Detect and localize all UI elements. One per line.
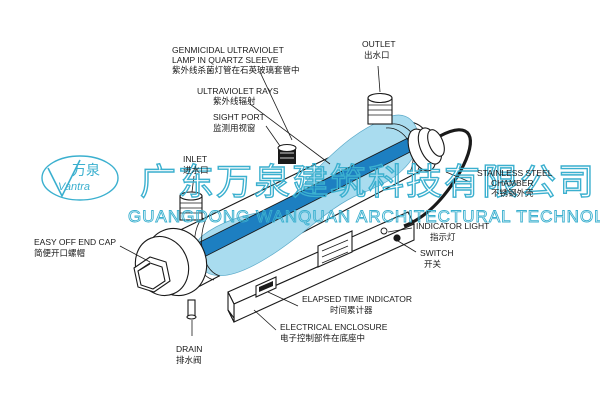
- elapsed-time-indicator-device: [255, 276, 277, 298]
- label-enclosure-zh: 电子控制部件在底座中: [280, 333, 365, 344]
- label-end-cap-en: EASY OFF END CAP: [34, 237, 116, 247]
- label-inlet-en: INLET: [183, 154, 207, 164]
- label-elapsed: ELAPSED TIME INDICATOR 时间累计器: [302, 294, 412, 316]
- indicator-light-device: [380, 227, 388, 235]
- drain-valve: [186, 299, 197, 320]
- label-sight-port: SIGHT PORT 监测用视窗: [213, 112, 265, 134]
- stainless-steel-chamber: [160, 114, 432, 290]
- label-stainless-en1: STAINLESS STEEL: [477, 168, 553, 178]
- company-name-zh: 广东万泉建筑科技有限公司: [140, 162, 596, 203]
- label-stainless-en2: CHAMBER: [491, 178, 534, 188]
- label-inlet-zh: 进水口: [183, 165, 209, 176]
- label-inlet: INLET 进水口: [183, 154, 209, 176]
- label-uv-rays: ULTRAVIOLET RAYS 紫外线辐射: [197, 86, 279, 107]
- right-end-cap: [407, 127, 445, 172]
- company-name-en: GUANGDONG WANQUAN ARCHITECTURAL TECHNOLO…: [128, 207, 600, 226]
- indicator-panel: [317, 230, 353, 268]
- logo-zh: 万泉: [72, 162, 100, 178]
- label-end-cap-zh: 简便开口螺帽: [34, 248, 85, 259]
- label-elapsed-zh: 时间累计器: [330, 305, 373, 316]
- label-outlet: OUTLET 出水口: [362, 39, 396, 61]
- label-drain: DRAIN 排水阀: [176, 344, 202, 366]
- label-sight-port-zh: 监测用视窗: [213, 123, 256, 134]
- label-germicidal-en2: LAMP IN QUARTZ SLEEVE: [172, 55, 279, 65]
- switch-device: [393, 234, 401, 242]
- label-drain-zh: 排水阀: [176, 355, 202, 366]
- label-switch: SWITCH 开关: [420, 248, 454, 270]
- label-stainless-zh: 不锈钢外壳: [491, 188, 534, 199]
- vantra-logo: 万泉 Vantra: [41, 155, 119, 201]
- label-indicator: INDICATOR LIGHT 指示灯: [416, 221, 489, 243]
- uv-lamp-quartz-sleeve: [196, 138, 414, 258]
- outlet-fitting: [367, 92, 393, 125]
- label-enclosure: ELECTRICAL ENCLOSURE 电子控制部件在底座中: [280, 322, 388, 344]
- label-sight-port-en: SIGHT PORT: [213, 112, 265, 122]
- label-elapsed-en: ELAPSED TIME INDICATOR: [302, 294, 412, 304]
- label-germicidal-zh: 紫外线杀菌灯管在石英玻璃套管中: [172, 65, 300, 76]
- power-cord: [403, 128, 472, 228]
- label-outlet-zh: 出水口: [364, 50, 390, 61]
- label-uv-rays-en: ULTRAVIOLET RAYS: [197, 86, 279, 96]
- label-germicidal: GENMICIDAL ULTRAVIOLET LAMP IN QUARTZ SL…: [172, 45, 300, 76]
- logo-en: Vantra: [58, 181, 90, 193]
- easy-off-end-cap: [133, 227, 208, 297]
- leader-lines: [119, 65, 471, 336]
- label-germicidal-en1: GENMICIDAL ULTRAVIOLET: [172, 45, 284, 55]
- label-drain-en: DRAIN: [176, 344, 202, 354]
- company-watermark: 万泉 Vantra 广东万泉建筑科技有限公司 GUANGDONG WANQUAN…: [41, 155, 600, 226]
- label-indicator-zh: 指示灯: [430, 232, 456, 243]
- label-stainless: STAINLESS STEEL CHAMBER 不锈钢外壳: [477, 168, 553, 199]
- label-uv-rays-zh: 紫外线辐射: [213, 96, 256, 107]
- label-indicator-en: INDICATOR LIGHT: [416, 221, 489, 231]
- label-enclosure-en: ELECTRICAL ENCLOSURE: [280, 322, 388, 332]
- sight-port: [277, 144, 297, 164]
- label-end-cap: EASY OFF END CAP 简便开口螺帽: [34, 237, 116, 259]
- inlet-fitting: [179, 191, 203, 221]
- label-switch-en: SWITCH: [420, 248, 454, 258]
- label-outlet-en: OUTLET: [362, 39, 396, 49]
- label-switch-zh: 开关: [424, 259, 442, 270]
